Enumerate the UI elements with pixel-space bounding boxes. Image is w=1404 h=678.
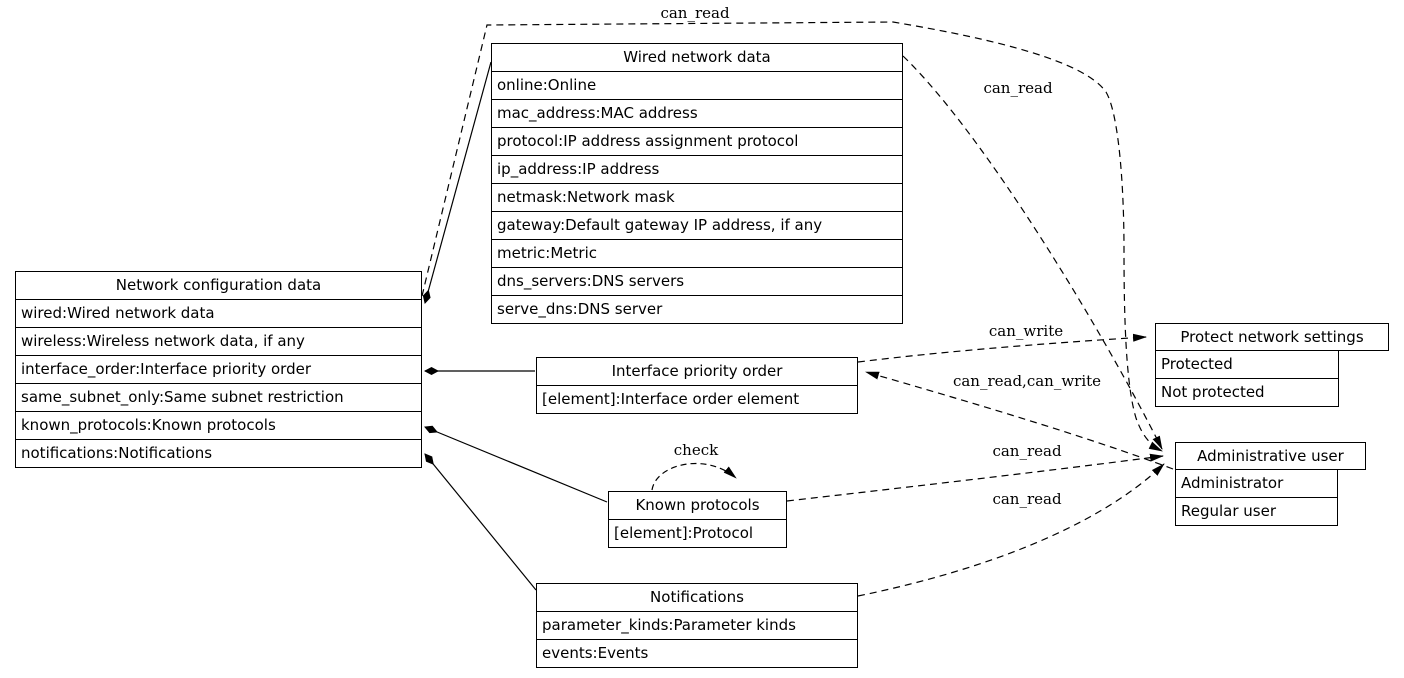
- node-title: Notifications: [537, 584, 857, 612]
- node-row: Not protected: [1161, 383, 1265, 401]
- node-row: mac_address:MAC address: [492, 100, 902, 128]
- node-row: wired:Wired network data: [16, 300, 421, 328]
- node-protect-network-settings-body: Protected Not protected: [1155, 350, 1339, 407]
- node-row: gateway:Default gateway IP address, if a…: [492, 212, 902, 240]
- node-known-protocols: Known protocols [element]:Protocol: [608, 491, 787, 548]
- node-row: serve_dns:DNS server: [497, 300, 663, 318]
- edge-composition-known-protocols: [424, 425, 608, 503]
- node-row: same_subnet_only:Same subnet restriction: [16, 384, 421, 412]
- node-row: [element]:Interface order element: [542, 390, 800, 408]
- node-administrative-user-body: Administrator Regular user: [1175, 469, 1338, 526]
- edge-can-write-interface-protect: [857, 333, 1147, 363]
- edge-can-read-known-admin: [786, 453, 1164, 502]
- node-row: Protected: [1156, 351, 1338, 379]
- edge-label-can-write: can_write: [988, 322, 1064, 340]
- node-row: [element]:Protocol: [614, 524, 754, 542]
- node-row: interface_order:Interface priority order: [16, 356, 421, 384]
- edge-label-can-read-wired: can_read: [983, 79, 1053, 97]
- node-notifications: Notifications parameter_kinds:Parameter …: [536, 583, 858, 668]
- node-row: online:Online: [492, 72, 902, 100]
- node-row: events:Events: [542, 644, 649, 662]
- node-row: Regular user: [1181, 502, 1277, 520]
- edge-can-read-notifications-admin: [857, 463, 1165, 597]
- node-row: notifications:Notifications: [21, 444, 213, 462]
- node-interface-priority-order: Interface priority order [element]:Inter…: [536, 357, 858, 414]
- node-title: Known protocols: [609, 492, 786, 520]
- node-title: Wired network data: [492, 44, 902, 72]
- node-administrative-user-title: Administrative user: [1175, 442, 1366, 470]
- edge-label-can-read-notifications: can_read: [992, 490, 1062, 508]
- node-wired-network-data: Wired network data online:Online mac_add…: [491, 43, 903, 324]
- edge-label-can-read-can-write: can_read,can_write: [952, 372, 1102, 390]
- node-protect-network-settings-title: Protect network settings: [1155, 323, 1389, 351]
- node-row: metric:Metric: [492, 240, 902, 268]
- node-row: wireless:Wireless network data, if any: [16, 328, 421, 356]
- edge-can-read-wired-admin: [902, 55, 1163, 450]
- node-row: ip_address:IP address: [492, 156, 902, 184]
- edge-can-read-config-admin: [421, 21, 1163, 452]
- edge-label-can-read-top: can_read: [660, 4, 730, 22]
- edge-composition-notifications: [424, 453, 537, 591]
- edge-can-read-can-write-admin-interface: [865, 371, 1174, 470]
- node-row: protocol:IP address assignment protocol: [492, 128, 902, 156]
- node-row: Administrator: [1176, 470, 1337, 498]
- node-row: netmask:Network mask: [492, 184, 902, 212]
- node-row: dns_servers:DNS servers: [492, 268, 902, 296]
- edge-check-self-loop: [651, 462, 737, 491]
- edge-label-check: check: [673, 441, 719, 459]
- edge-label-can-read-known: can_read: [992, 442, 1062, 460]
- node-network-configuration-data: Network configuration data wired:Wired n…: [15, 271, 422, 468]
- node-row: known_protocols:Known protocols: [16, 412, 421, 440]
- node-title: Network configuration data: [16, 272, 421, 300]
- node-row: parameter_kinds:Parameter kinds: [537, 612, 857, 640]
- node-title: Interface priority order: [537, 358, 857, 386]
- edge-composition-wired: [422, 61, 492, 304]
